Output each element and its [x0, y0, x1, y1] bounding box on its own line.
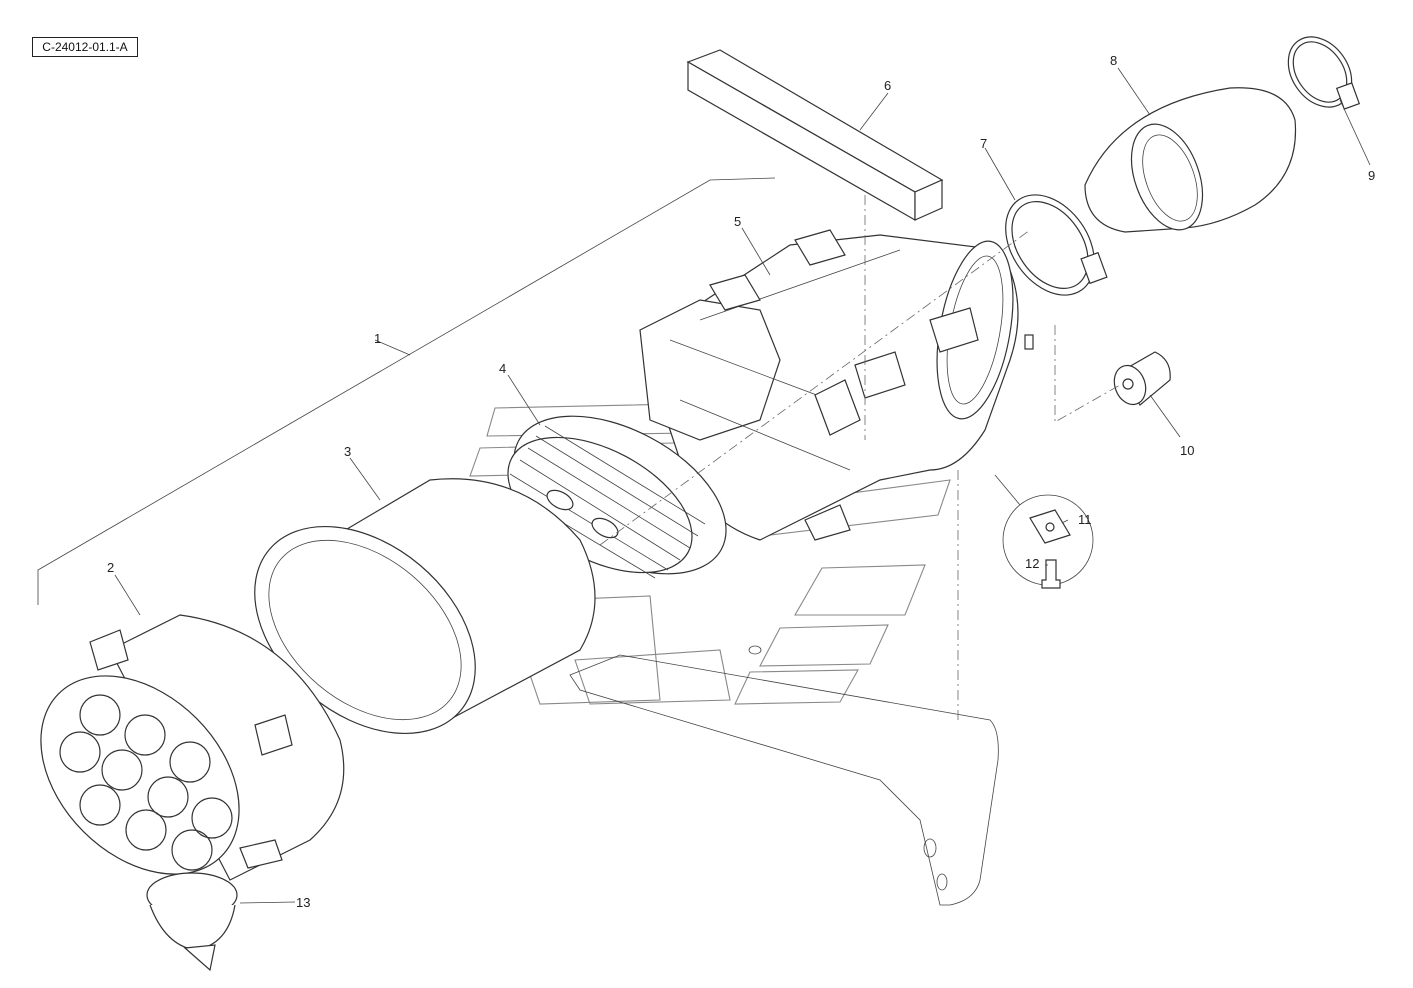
part-5-air-box-housing — [639, 229, 1034, 541]
callout-9: 9 — [1368, 168, 1375, 183]
part-13-drain-valve — [146, 872, 238, 972]
callout-6: 6 — [884, 78, 891, 93]
callout-11: 11 — [1078, 512, 1092, 527]
centerline-c — [1054, 325, 1121, 423]
callout-7: 7 — [980, 136, 987, 151]
part-10-grommet — [1113, 351, 1171, 406]
part-2-cover — [40, 614, 345, 881]
part-12-screw — [1041, 559, 1061, 589]
assembly-outline — [37, 177, 776, 605]
part-9-hose-clamp — [1287, 36, 1361, 110]
callout-5: 5 — [734, 214, 741, 229]
callout-8: 8 — [1110, 53, 1117, 68]
callout-labels: 1 2 3 4 5 6 7 8 9 10 11 12 13 — [107, 53, 1375, 910]
leader-lines — [114, 67, 1371, 904]
mounting-bracket — [569, 645, 999, 906]
callout-3: 3 — [344, 444, 351, 459]
part-3-pre-filter — [254, 478, 596, 735]
callout-10: 10 — [1180, 443, 1194, 458]
document-code: C-24012-01.1-A — [32, 37, 138, 57]
centerline-d — [599, 229, 1031, 546]
callout-13: 13 — [296, 895, 310, 910]
cover-vent-holes — [59, 694, 233, 871]
callout-2: 2 — [107, 560, 114, 575]
part-6-foam-block — [686, 49, 944, 222]
part-11-clip-nut — [1029, 509, 1071, 544]
callout-4: 4 — [499, 361, 506, 376]
callout-12: 12 — [1025, 556, 1039, 571]
callout-1: 1 — [374, 331, 381, 346]
detail-view-11-12 — [1002, 494, 1094, 589]
part-7-hose-clamp — [1005, 194, 1108, 296]
part-8-intake-tube — [1084, 87, 1297, 233]
